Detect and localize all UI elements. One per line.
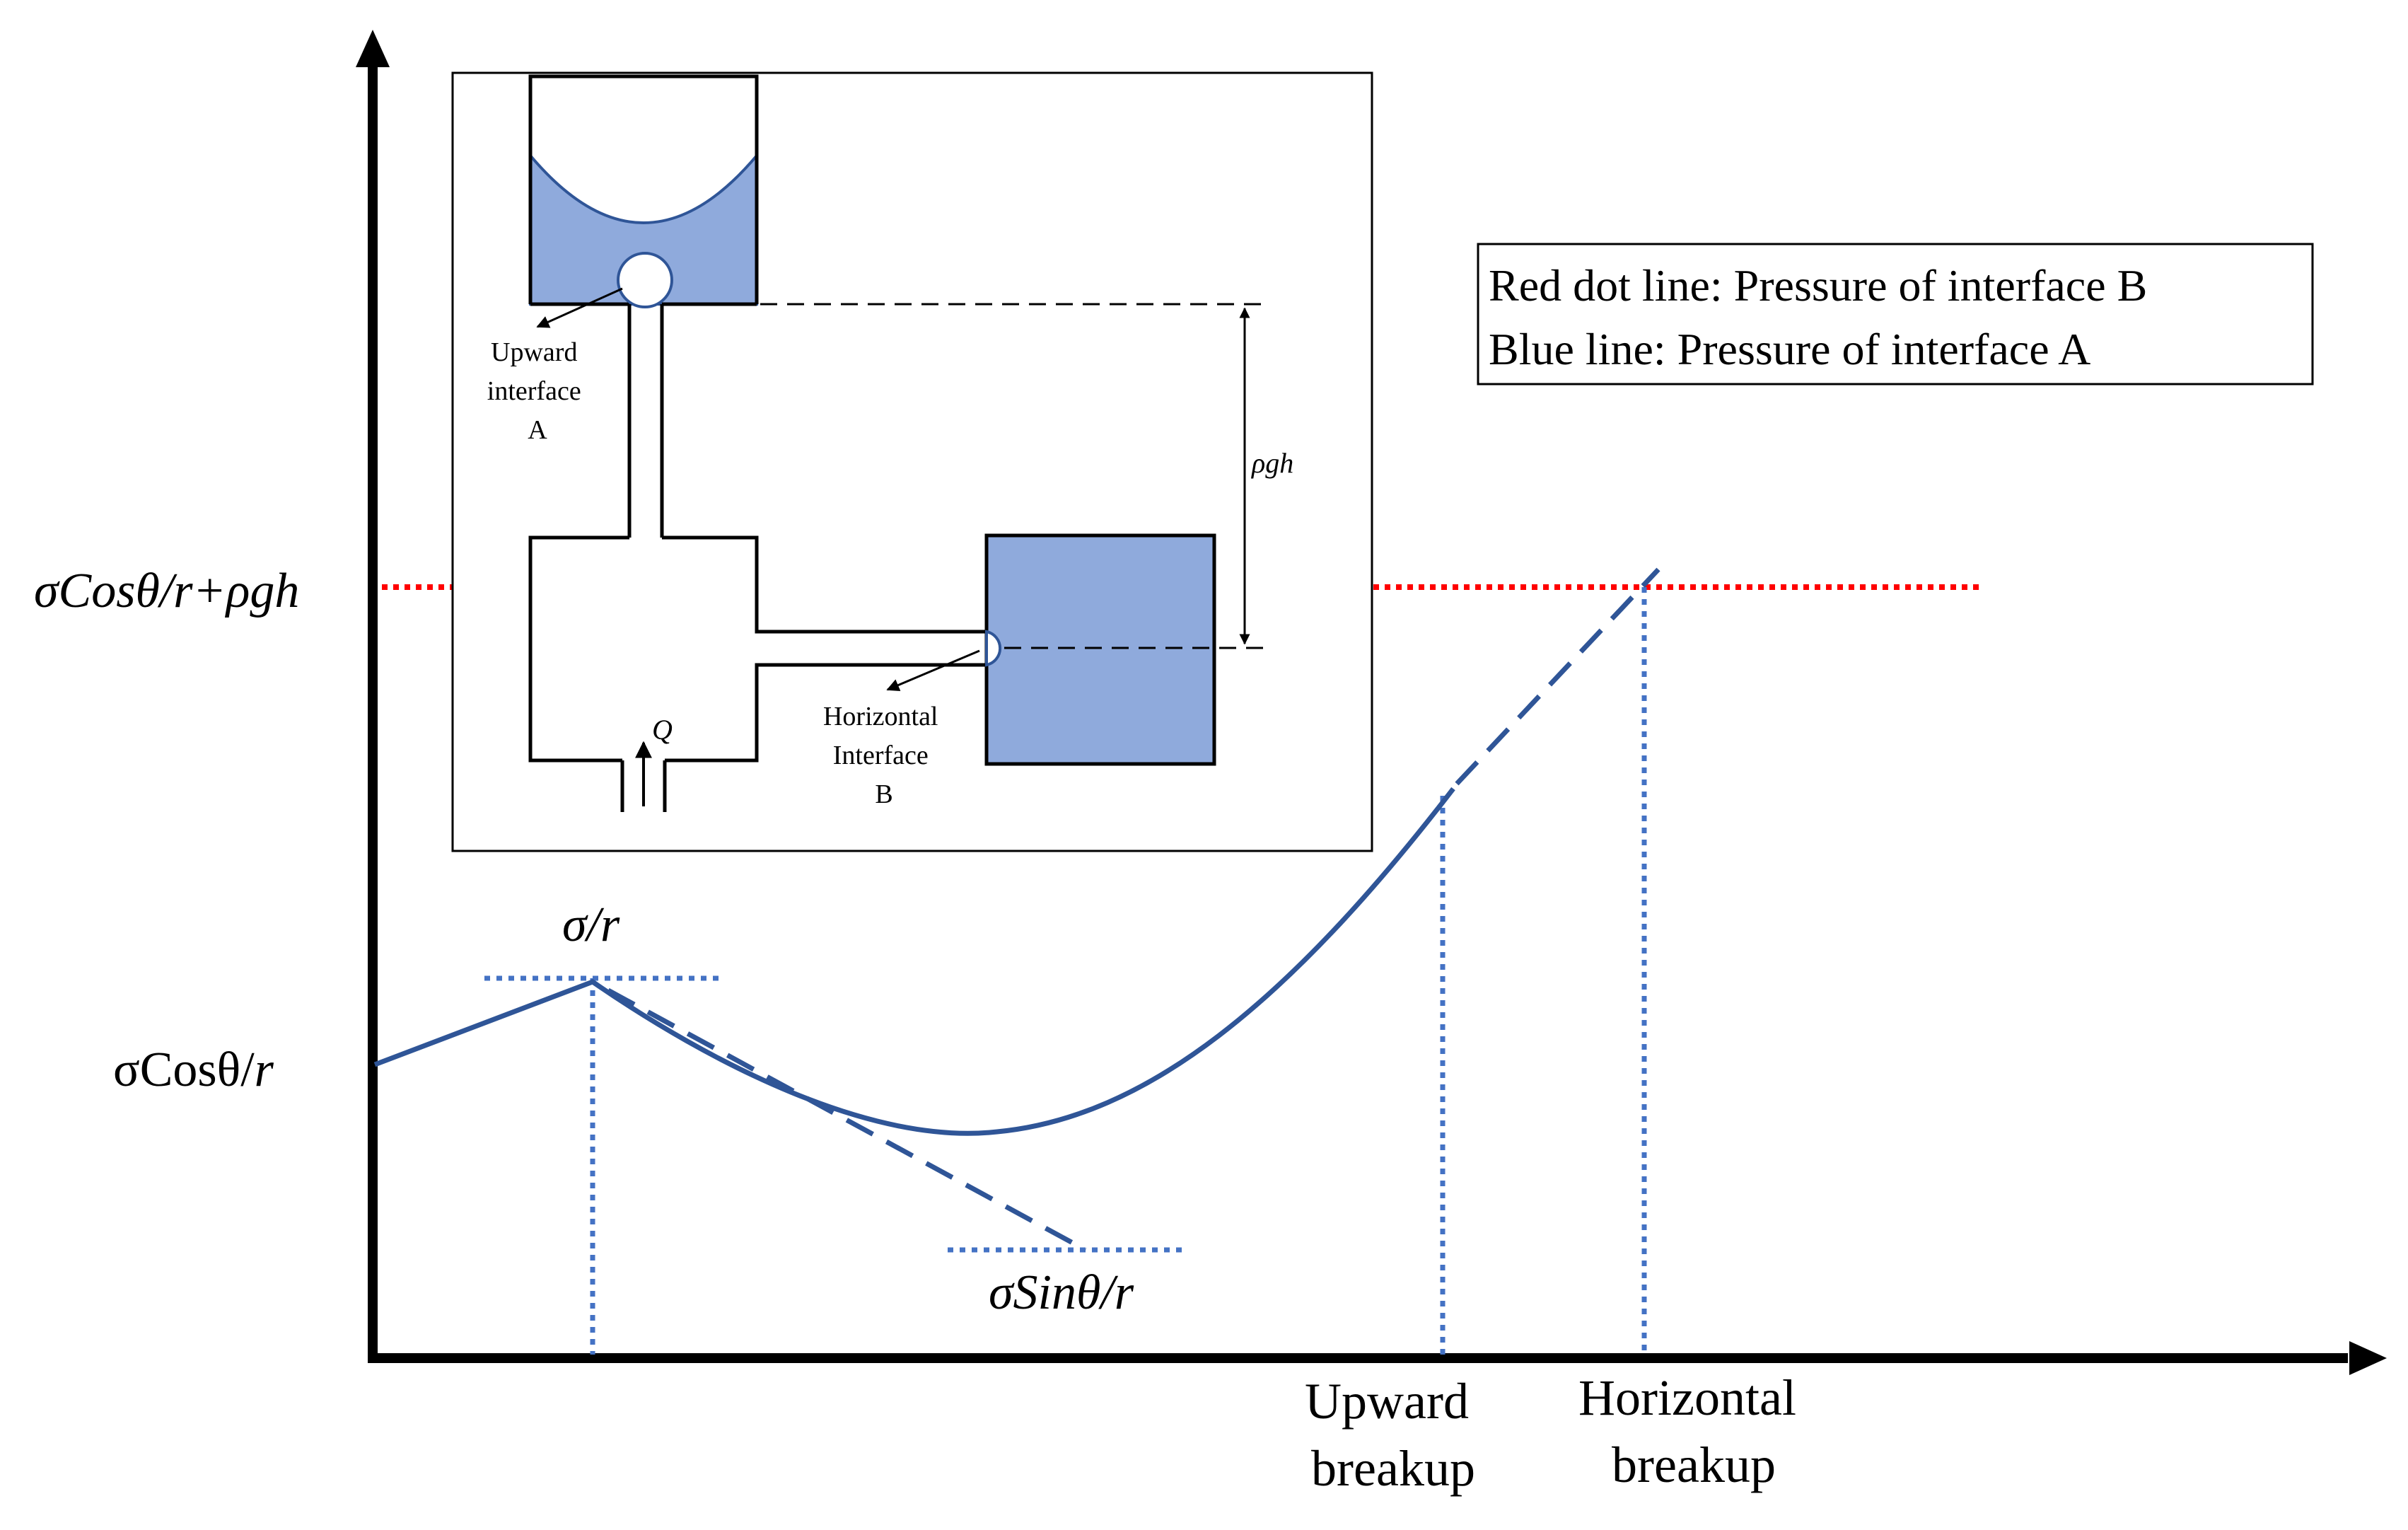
x-label-horizontal-breakup: Horizontal breakup — [1578, 1369, 1809, 1493]
guide-lines — [484, 587, 1647, 1355]
upper-reservoir-walls — [528, 74, 759, 304]
sin-asymptote-dashed — [607, 987, 1087, 1253]
pressure-curve-extrapolation — [1455, 567, 1660, 786]
legend-line-2: Blue line: Pressure of interface A — [1489, 324, 2090, 374]
inset-schematic: Q ρgh Upward interface A Horizontal Inte… — [451, 71, 1373, 852]
interface-a-label: Upward interface A — [487, 337, 588, 445]
pressure-curve-solid — [373, 787, 1455, 1136]
vertical-capillary — [627, 304, 664, 538]
interface-b-pointer — [886, 649, 980, 691]
central-chamber — [528, 535, 987, 812]
y-axis-arrowhead — [356, 30, 390, 67]
upper-reservoir — [528, 74, 759, 308]
axes — [356, 30, 2387, 1375]
legend-line-1: Red dot line: Pressure of interface B — [1489, 260, 2147, 311]
interface-b-label: Horizontal Interface B — [823, 702, 945, 809]
inset-frame — [451, 71, 1373, 852]
legend-box — [1477, 243, 2314, 386]
legend: Red dot line: Pressure of interface B Bl… — [1477, 243, 2314, 386]
upper-reservoir-liquid — [529, 151, 758, 306]
flow-label-q: Q — [652, 714, 673, 746]
y-label-upper: σCosθ/r+ρgh — [34, 564, 299, 618]
interface-a-pointer — [536, 287, 623, 328]
height-reference — [760, 303, 1266, 649]
right-reservoir — [984, 533, 1216, 766]
x-label-upward-breakup: Upward breakup — [1305, 1373, 1482, 1497]
peak-label: σ/r — [562, 898, 620, 952]
asymptote-label: σSinθ/r — [989, 1265, 1134, 1320]
x-axis-arrowhead — [2349, 1341, 2387, 1375]
interface-a-pressure-curve — [373, 567, 1660, 1253]
interface-b-meniscus — [985, 630, 1002, 667]
y-label-lower: σCosθ/r — [113, 1043, 274, 1097]
right-reservoir-liquid — [984, 533, 1216, 766]
interface-a-bubble — [617, 252, 673, 308]
rho-gh-label: ρgh — [1250, 447, 1293, 479]
